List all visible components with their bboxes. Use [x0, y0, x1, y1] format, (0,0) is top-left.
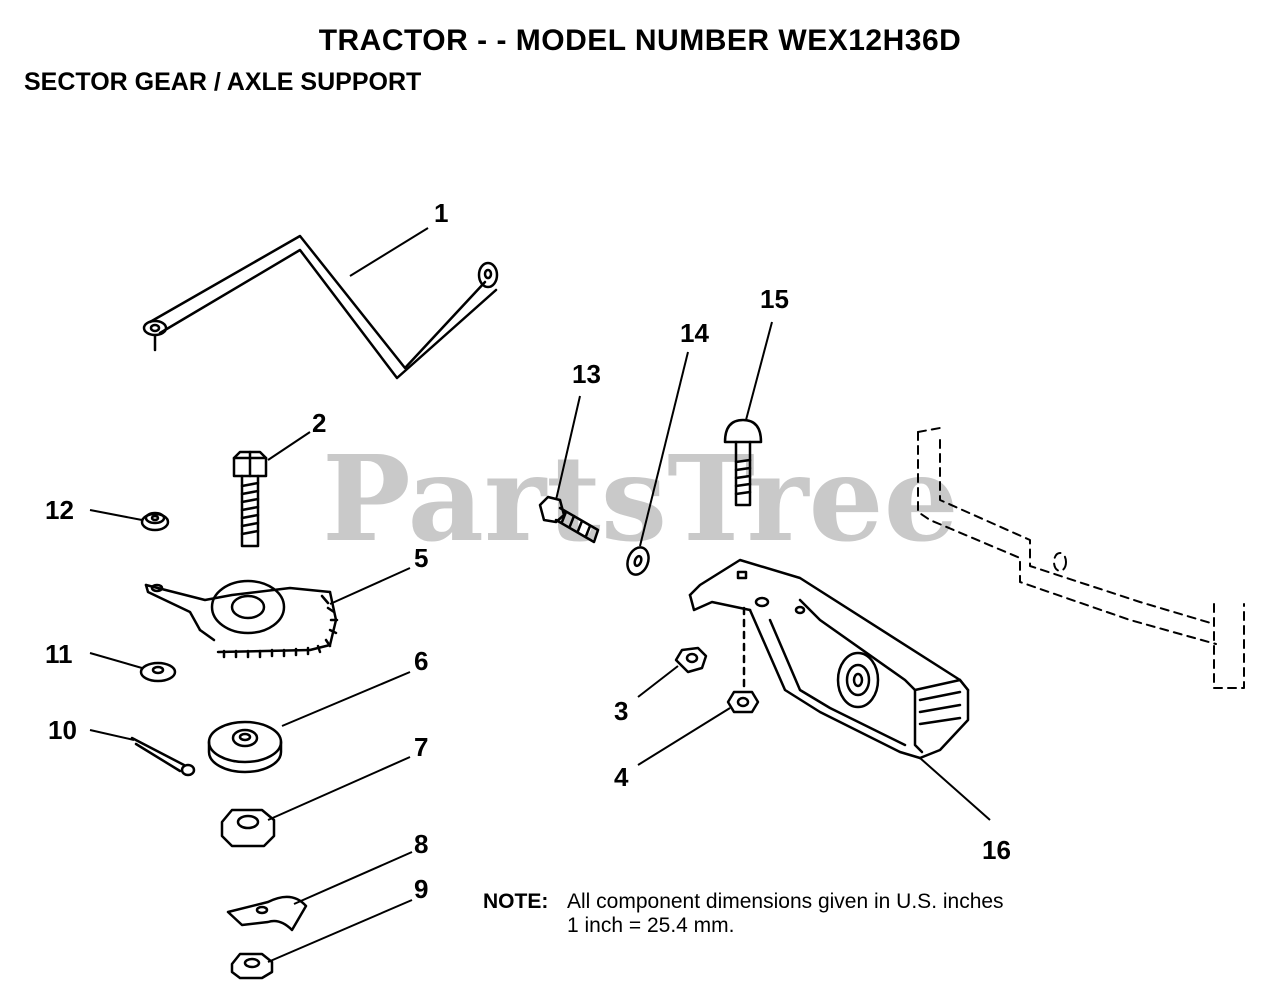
leader-13 [555, 395, 581, 501]
callout-5: 5 [414, 543, 428, 573]
leader-15 [745, 321, 773, 421]
dimension-note: NOTE: All component dimensions given in U… [483, 890, 1004, 938]
callout-9: 9 [414, 874, 428, 904]
part-12-nut [140, 511, 170, 532]
part-2-hex-bolt [232, 450, 268, 548]
note-line-2: 1 inch = 25.4 mm. [567, 914, 735, 937]
part-15-carriage-bolt [723, 418, 763, 507]
part-3-nut [674, 646, 708, 674]
part-11-washer [139, 661, 177, 683]
callout-15: 15 [760, 284, 789, 314]
part-16-axle-support [688, 558, 970, 760]
note-label: NOTE: [483, 890, 549, 913]
note-line-1: All component dimensions given in U.S. i… [567, 890, 1004, 913]
leader-5 [329, 567, 411, 605]
leader-7 [267, 756, 411, 821]
callout-11: 11 [45, 639, 73, 669]
leader-1 [349, 227, 429, 277]
leader-6 [281, 671, 411, 727]
callout-4: 4 [614, 762, 629, 792]
leader-3 [637, 665, 679, 698]
callout-6: 6 [414, 646, 428, 676]
phantom-axle [917, 427, 1245, 689]
leader-lines [89, 227, 991, 963]
callout-2: 2 [312, 408, 326, 438]
part-4-nut [726, 690, 760, 714]
callout-13: 13 [572, 359, 601, 389]
part-10-cotter-pin [130, 736, 196, 777]
callout-16: 16 [982, 835, 1011, 865]
callout-3: 3 [614, 696, 628, 726]
part-9-nut [230, 952, 274, 980]
part-14-washer [626, 546, 650, 576]
leader-8 [293, 851, 413, 905]
leader-4 [637, 707, 731, 766]
leader-10 [89, 729, 135, 741]
part-5-sector-gear [144, 579, 339, 659]
leader-2 [267, 431, 311, 461]
part-7-hex-nut [220, 808, 276, 848]
leader-11 [89, 652, 143, 669]
part-8-clip [226, 895, 308, 932]
page-title: TRACTOR - - MODEL NUMBER WEX12H36D [318, 24, 962, 57]
callout-12: 12 [45, 495, 74, 525]
callout-1: 1 [434, 198, 448, 228]
callout-14: 14 [680, 318, 709, 348]
part-6-spacer [207, 720, 283, 774]
leader-9 [267, 899, 413, 963]
callout-7: 7 [414, 732, 428, 762]
leader-16 [919, 757, 991, 821]
part-13-bolt [538, 495, 600, 544]
leader-12 [89, 509, 143, 521]
leader-14 [639, 351, 689, 547]
part-1-drag-link [142, 234, 499, 380]
callout-8: 8 [414, 829, 428, 859]
section-title: SECTOR GEAR / AXLE SUPPORT [24, 68, 422, 96]
callout-10: 10 [48, 715, 77, 745]
